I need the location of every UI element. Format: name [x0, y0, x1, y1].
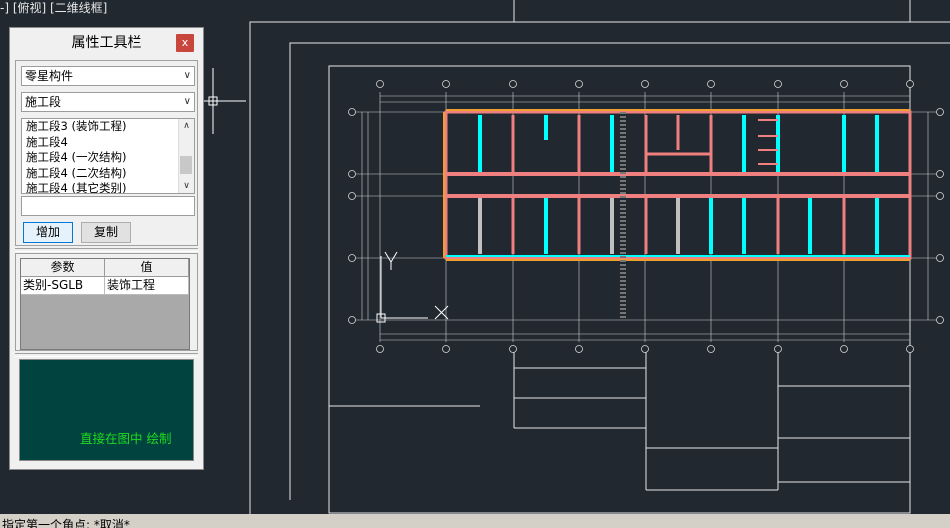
preview-hint-text: 直接在图中 绘制 [80, 431, 172, 446]
list-item[interactable]: 施工段4 (二次结构) [26, 165, 127, 180]
list-item[interactable]: 施工段4 [26, 134, 68, 149]
component-group: 零星构件 ∨ 施工段 ∨ 施工段3 (装饰工程) 施工段4 施工段4 (一次结构… [15, 60, 198, 246]
command-line[interactable]: 指定第一个角点: *取消* [0, 514, 950, 528]
copy-button[interactable]: 复制 [81, 222, 131, 243]
param-value-cell[interactable]: 装饰工程 [105, 277, 189, 295]
section-select[interactable]: 施工段 ∨ [21, 92, 195, 112]
list-item[interactable]: 施工段3 (装饰工程) [26, 119, 127, 133]
list-item[interactable]: 施工段4 (一次结构) [26, 150, 127, 164]
command-prompt-text: 指定第一个角点: *取消* [2, 518, 130, 528]
add-button[interactable]: 增加 [23, 222, 73, 243]
table-header: 参数 值 [21, 259, 189, 277]
close-button[interactable]: x [176, 34, 194, 52]
axis-bubbles [348, 80, 944, 353]
viewport-label[interactable]: -] [俯视] [二维线框] [0, 1, 108, 15]
panel-title: 属性工具栏 [71, 35, 142, 51]
parameter-table: 参数 值 类别-SGLB 装饰工程 [20, 258, 190, 350]
chevron-down-icon: ∨ [183, 96, 191, 107]
list-item[interactable]: 施工段4 (其它类别) [26, 181, 127, 194]
scrollbar-thumb[interactable] [180, 156, 192, 174]
divider [15, 248, 198, 252]
scroll-down-icon[interactable]: ∨ [183, 181, 190, 191]
chevron-down-icon: ∨ [183, 70, 191, 81]
section-value: 施工段 [25, 95, 62, 109]
section-listbox[interactable]: 施工段3 (装饰工程) 施工段4 施工段4 (一次结构) 施工段4 (二次结构)… [21, 118, 195, 194]
component-type-select[interactable]: 零星构件 ∨ [21, 66, 195, 86]
column-header-value: 值 [105, 259, 189, 277]
preview-area: 直接在图中 绘制 [19, 359, 194, 461]
listbox-scrollbar[interactable]: ∧ ∨ [178, 119, 194, 193]
param-name-cell[interactable]: 类别-SGLB [21, 277, 105, 295]
table-row[interactable]: 类别-SGLB 装饰工程 [21, 277, 189, 295]
ucs-icon [376, 251, 449, 323]
scroll-up-icon[interactable]: ∧ [183, 121, 190, 131]
divider [15, 353, 198, 357]
building-walls [443, 109, 912, 318]
parameter-group: 参数 值 类别-SGLB 装饰工程 [15, 253, 198, 351]
section-name-input[interactable] [21, 196, 195, 216]
property-toolbar-panel: 属性工具栏 x 零星构件 ∨ 施工段 ∨ 施工段3 (装饰工程) 施工段4 施工… [9, 27, 204, 470]
column-header-param: 参数 [21, 259, 105, 277]
component-type-value: 零星构件 [25, 69, 74, 83]
